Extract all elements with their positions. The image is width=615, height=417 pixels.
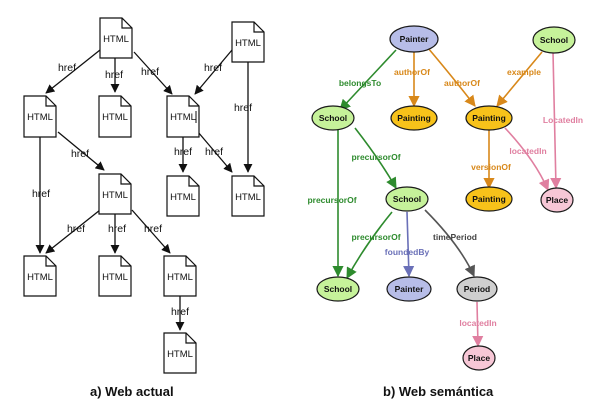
painting-node: Painting (465, 186, 513, 212)
html-document-label: HTML (170, 192, 196, 203)
locatedIn-edge (504, 127, 550, 192)
html-document-icon: HTML (231, 21, 265, 63)
node-label: School (540, 35, 568, 45)
href-edge (45, 49, 101, 94)
href-edge (133, 51, 173, 95)
href-label: href (105, 69, 123, 81)
authorOf-edge (427, 47, 476, 107)
caption-web-semantica: b) Web semántica (383, 384, 494, 399)
painter-class-node: Painter (386, 276, 432, 302)
node-label: School (393, 194, 421, 204)
html-link-edges (35, 49, 253, 331)
node-label: School (324, 284, 352, 294)
html-document-icon: HTML (231, 175, 265, 217)
caption-web-actual: a) Web actual (90, 384, 174, 399)
href-label: href (58, 62, 76, 74)
node-label: Painter (400, 34, 430, 44)
html-document-label: HTML (235, 192, 261, 203)
href-label: href (32, 188, 50, 200)
foundedBy-label: foundedBy (385, 247, 430, 257)
html-document-label: HTML (167, 272, 193, 283)
precursorOf-label: precursorOf (351, 152, 400, 162)
html-document-icon: HTML (163, 332, 197, 374)
href-label: href (71, 148, 89, 160)
LocatedIn-edge (550, 51, 562, 190)
href-edge (45, 209, 101, 254)
html-document-icon: HTML (163, 255, 197, 297)
painter-class-node: Painter (389, 25, 439, 53)
timePeriod-edge (424, 209, 475, 278)
html-document-label: HTML (102, 272, 128, 283)
belongsTo-edge (339, 49, 397, 111)
versionOf-label: versionOf (471, 162, 511, 172)
html-document-icon: HTML (166, 95, 200, 138)
html-document-icon: HTML (23, 255, 57, 297)
href-label: href (174, 146, 192, 158)
html-document-label: HTML (27, 112, 53, 123)
href-label: href (171, 306, 189, 318)
html-document-icon: HTML (166, 175, 200, 217)
foundedBy-edge (403, 211, 415, 278)
href-label: href (204, 62, 222, 74)
node-label: Place (468, 353, 490, 363)
school-node: School (385, 186, 429, 212)
html-document-label: HTML (27, 272, 53, 283)
example-edge (496, 51, 543, 107)
precursorOf-edge (346, 211, 393, 279)
html-document-label: HTML (170, 112, 196, 123)
href-edge (194, 49, 233, 95)
timePeriod-label: timePeriod (433, 232, 477, 242)
html-document-icon: HTML (23, 95, 57, 138)
node-label: Painting (472, 113, 506, 123)
authorOf-label: authorOf (394, 67, 430, 77)
html-document-label: HTML (167, 349, 193, 360)
href-label: href (205, 146, 223, 158)
school-node: School (532, 26, 576, 54)
html-document-label: HTML (235, 38, 261, 49)
locatedIn-label: locatedIn (509, 146, 546, 156)
href-edge (57, 131, 105, 171)
example-label: example (507, 67, 541, 77)
href-label: href (234, 102, 252, 114)
node-label: Painter (395, 284, 425, 294)
painting-node: Painting (390, 105, 438, 131)
node-label: Painting (397, 113, 431, 123)
href-label: href (108, 223, 126, 235)
node-label: School (319, 113, 347, 123)
html-document-icon: HTML (98, 255, 132, 297)
painting-node: Painting (465, 105, 513, 131)
href-label: href (67, 223, 85, 235)
place-node: Place (540, 187, 574, 213)
precursorOf-edge (354, 127, 397, 189)
belongsTo-label: belongsTo (339, 78, 381, 88)
html-document-icon: HTML (98, 173, 132, 215)
href-edge (131, 209, 171, 254)
school-node: School (316, 276, 360, 302)
html-document-label: HTML (103, 34, 129, 45)
html-document-icon: HTML (99, 17, 133, 59)
place-node: Place (462, 345, 496, 371)
authorOf-label: authorOf (444, 78, 480, 88)
node-label: Period (464, 284, 490, 294)
LocatedIn-label: LocatedIn (543, 115, 583, 125)
period-node: Period (456, 276, 498, 302)
node-label: Painting (472, 194, 506, 204)
precursorOf-label: precursorOf (351, 232, 400, 242)
href-label: href (144, 223, 162, 235)
node-label: Place (546, 195, 568, 205)
precursorOf-label: precursorOf (307, 195, 356, 205)
href-edge (197, 131, 233, 173)
locatedIn-label: locatedIn (459, 318, 496, 328)
html-document-label: HTML (102, 112, 128, 123)
href-label: href (141, 66, 159, 78)
html-document-icon: HTML (98, 95, 132, 138)
locatedIn-edge (472, 301, 484, 348)
school-node: School (311, 105, 355, 131)
html-document-label: HTML (102, 190, 128, 201)
